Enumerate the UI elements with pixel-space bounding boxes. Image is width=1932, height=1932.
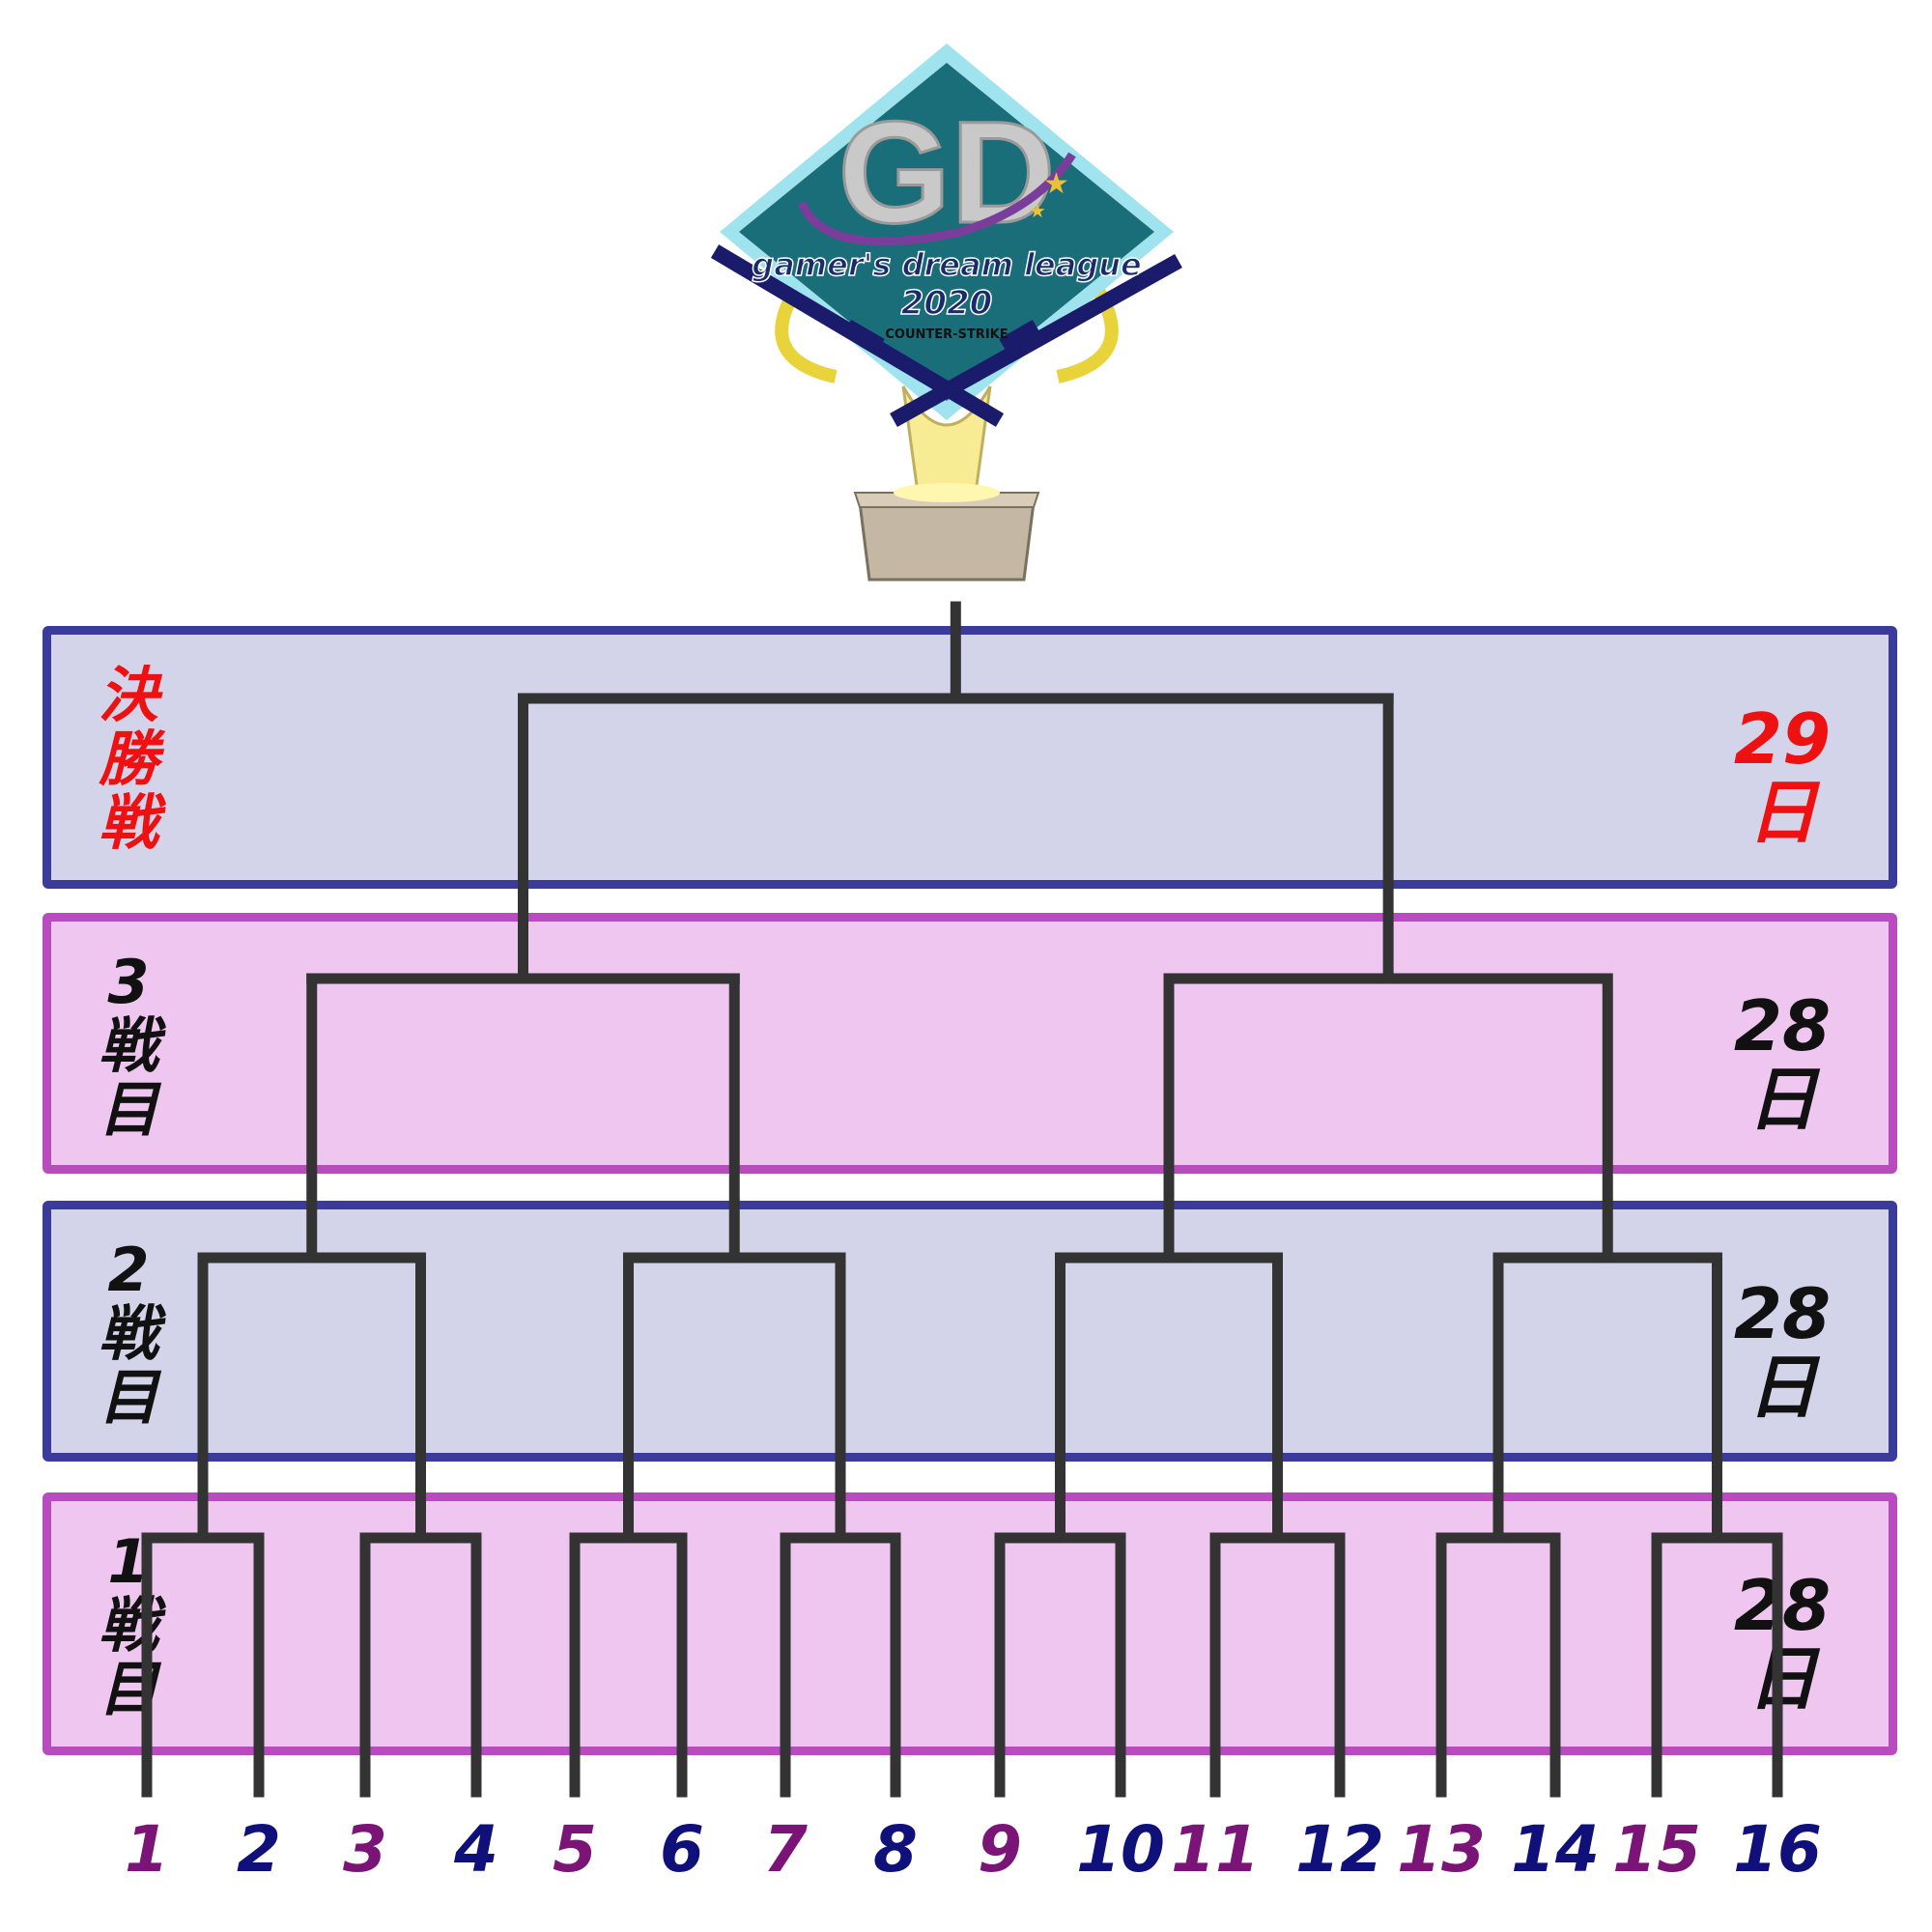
round-label-char: 目 — [98, 1074, 158, 1145]
round-label-char: 勝 — [98, 724, 158, 794]
seed-number: 8 — [873, 1812, 918, 1887]
seed-number: 1 — [125, 1812, 169, 1887]
round-label: 1 戦 目 — [80, 1530, 177, 1721]
seed-number: 2 — [237, 1812, 281, 1887]
star-icon: ★ — [1029, 199, 1046, 222]
seed-number: 13 — [1397, 1812, 1486, 1887]
round-label-char: 1 — [107, 1526, 150, 1597]
round-label-char: 戦 — [98, 1010, 158, 1081]
seed-number: 11 — [1171, 1812, 1260, 1887]
seed-number: 5 — [553, 1812, 597, 1887]
round-day: 28 — [1733, 985, 1832, 1066]
seed-number: 16 — [1733, 1812, 1822, 1887]
round-date: 28 日 — [1715, 989, 1850, 1136]
round-label-char: 戦 — [98, 787, 158, 858]
star-icon: ★ — [1043, 167, 1069, 201]
logo-swoosh — [797, 152, 1076, 246]
round-day-unit: 日 — [1747, 1347, 1817, 1428]
round-date: 29 日 — [1715, 702, 1850, 849]
round-band-3: 3 戦 目 28 日 — [43, 913, 1897, 1174]
trophy-base — [858, 500, 1036, 582]
seed-number: 12 — [1295, 1812, 1384, 1887]
seed-number: 7 — [763, 1812, 808, 1887]
round-label-char: 目 — [98, 1362, 158, 1433]
logo-subtitle: COUNTER-STRIKE — [885, 327, 1008, 342]
round-label-char: 戦 — [98, 1590, 158, 1661]
logo-monogram: GD — [838, 91, 1056, 253]
round-label-char: 決 — [98, 660, 158, 730]
seed-number: 10 — [1076, 1812, 1165, 1887]
rifle-icon-right — [890, 254, 1182, 427]
logo-year: 2020 — [901, 284, 993, 323]
round-band-final: 決 勝 戦 29 日 — [43, 626, 1897, 889]
seed-number: 6 — [660, 1812, 704, 1887]
seed-number: 9 — [978, 1812, 1022, 1887]
round-band-2: 2 戦 目 28 日 — [43, 1201, 1897, 1462]
league-logo-trophy: GD ★ ★ gamer's dream league 2020 COUNTER… — [710, 43, 1182, 582]
round-label-char: 戦 — [98, 1298, 158, 1369]
round-band-1: 1 戦 目 28 日 — [43, 1492, 1897, 1755]
round-day: 29 — [1733, 698, 1832, 780]
round-date: 28 日 — [1715, 1569, 1850, 1716]
round-label: 3 戦 目 — [80, 951, 177, 1142]
logo-title: gamer's dream league — [752, 246, 1141, 283]
round-date: 28 日 — [1715, 1277, 1850, 1424]
seed-number: 3 — [343, 1812, 387, 1887]
round-day: 28 — [1733, 1565, 1832, 1646]
round-day: 28 — [1733, 1273, 1832, 1354]
round-day-unit: 日 — [1747, 772, 1817, 853]
round-day-unit: 日 — [1747, 1638, 1817, 1719]
round-label-char: 3 — [107, 947, 150, 1017]
round-day-unit: 日 — [1747, 1059, 1817, 1140]
round-label: 決 勝 戦 — [80, 664, 177, 855]
round-label-char: 2 — [107, 1235, 150, 1305]
round-label: 2 戦 目 — [80, 1238, 177, 1430]
round-label-char: 目 — [98, 1654, 158, 1724]
seed-number: 14 — [1511, 1812, 1600, 1887]
seed-number: 15 — [1612, 1812, 1701, 1887]
seed-number: 4 — [454, 1812, 498, 1887]
